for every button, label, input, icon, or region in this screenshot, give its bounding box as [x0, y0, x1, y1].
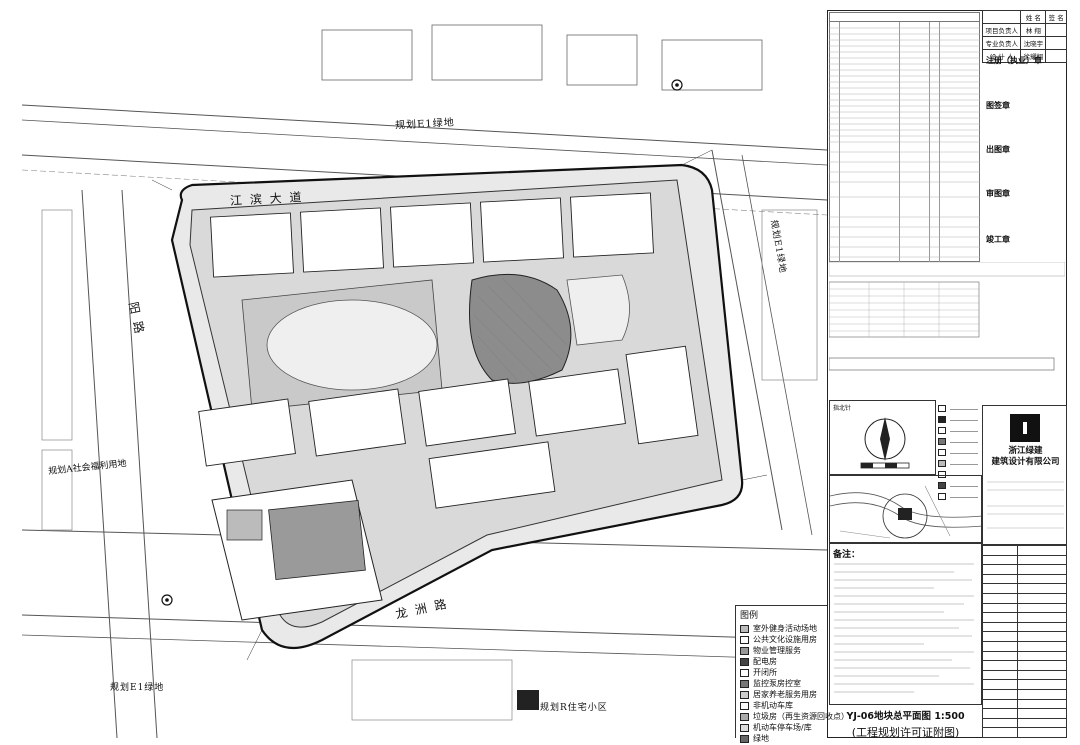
signoff-name: 林 翔: [1020, 23, 1047, 37]
legend-item: 室外健身活动场地: [740, 623, 823, 634]
stamp-label: 竣工章: [986, 235, 1010, 244]
stamp-label: 图签章: [986, 101, 1010, 110]
signoff-signature: [1045, 49, 1067, 63]
drawing-title-line1: YJ-06地块总平面图 1:500: [846, 711, 965, 722]
signoff-signature: [1045, 36, 1067, 50]
legend-swatch: [740, 657, 749, 666]
legend-symbol: [936, 404, 982, 414]
company-block: 浙江绿建 建筑设计有限公司: [982, 405, 1067, 545]
drawing-title-line2: (工程规划许可证附图): [851, 726, 960, 739]
company-name-line1: 浙江绿建: [1008, 446, 1043, 456]
north-arrow-label: 指北针: [833, 405, 852, 412]
legend-swatch: [740, 624, 749, 633]
legend-label: 公共文化设施用房: [753, 635, 817, 644]
legend-item: 配电房: [740, 656, 823, 667]
road-label-top: 规划E1绿地: [394, 117, 456, 132]
legend-symbol: [936, 459, 982, 469]
legend-swatch: [740, 712, 749, 721]
legend-swatch: [740, 646, 749, 655]
plan-legend: 图例 室外健身活动场地公共文化设施用房物业管理服务配电房开闭所监控泵房控室居家养…: [735, 605, 849, 743]
legend-label: 垃圾房（再生资源回收点）: [753, 712, 849, 721]
legend-label: 开闭所: [753, 668, 777, 677]
key-map: [829, 475, 982, 543]
legend-item: 开闭所: [740, 667, 823, 678]
table-grid-lines: [829, 27, 980, 258]
signoff-header-blank: [981, 10, 1022, 24]
legend-item: 非机动车库: [740, 700, 823, 711]
company-name-line2: 建筑设计有限公司: [991, 457, 1060, 467]
company-logo-icon: [1010, 414, 1040, 442]
stamp-column: 注册（执业）章 图签章 出图章 审图章 竣工章: [982, 56, 1067, 352]
project-info-table: [982, 545, 1067, 738]
company-name: 浙江绿建 建筑设计有限公司: [985, 446, 1066, 468]
signoff-table: 姓 名 签 名 项目负责人 林 翔 专业负责人 沈晓宇 设 计 人 徐耀翔: [981, 10, 1067, 63]
stamp-label: 审图章: [986, 189, 1010, 198]
legend-item: 绿地: [740, 733, 823, 744]
legend-label: 配电房: [753, 657, 777, 666]
legend-swatch: [740, 668, 749, 677]
legend-item: 机动车停车场/库: [740, 722, 823, 733]
legend-symbol: [936, 448, 982, 458]
title-block-panel: [827, 10, 1067, 738]
legend-swatch: [740, 679, 749, 688]
legend-item: 公共文化设施用房: [740, 634, 823, 645]
notes-box: 备注：: [829, 543, 982, 705]
north-arrow-icon: [860, 417, 910, 469]
legend-label: 物业管理服务: [753, 646, 801, 655]
legend-swatch: [740, 701, 749, 710]
site-plan: [22, 10, 827, 738]
legend-label: 室外健身活动场地: [753, 624, 817, 633]
notes-text-lines: [834, 563, 974, 693]
legend-swatch: [740, 723, 749, 732]
green-label-bottom-left: 规划E1绿地: [110, 683, 165, 693]
legend-item: 垃圾房（再生资源回收点）: [740, 711, 849, 722]
legend-symbol: [936, 492, 982, 502]
north-arrow-box: 指北针: [829, 400, 936, 475]
legend-label: 非机动车库: [753, 701, 793, 710]
stamp-label: 注册（执业）章: [986, 56, 1042, 65]
symbol-legend: [936, 400, 982, 510]
legend-item: 物业管理服务: [740, 645, 823, 656]
legend-symbol: [936, 426, 982, 436]
signoff-signature: [1045, 23, 1067, 37]
legend-item: 监控泵房控室: [740, 678, 823, 689]
legend-label: 机动车停车场/库: [753, 723, 812, 732]
drawing-title: YJ-06地块总平面图 1:500 (工程规划许可证附图): [829, 705, 982, 739]
legend-title: 图例: [740, 611, 759, 621]
notes-title: 备注：: [833, 550, 861, 560]
legend-label: 监控泵房控室: [753, 679, 801, 688]
legend-label: 绿地: [753, 734, 769, 743]
signoff-name: 徐耀翔: [1020, 49, 1047, 63]
legend-symbol: [936, 481, 982, 491]
signoff-role: 专业负责人: [981, 36, 1022, 50]
legend-item: 居家养老服务用房: [740, 689, 823, 700]
legend-label: 居家养老服务用房: [753, 690, 817, 699]
stamp-label: 出图章: [986, 145, 1010, 154]
signoff-header-name: 姓 名: [1020, 10, 1047, 24]
legend-symbol: [936, 415, 982, 425]
parking-indicators-table: [829, 262, 1065, 371]
signoff-role: 项目负责人: [981, 23, 1022, 37]
signoff-name: 沈晓宇: [1020, 36, 1047, 50]
legend-symbol: [936, 437, 982, 447]
zone-label-bottom: 规划R住宅小区: [540, 703, 608, 713]
signoff-role: 设 计 人: [981, 49, 1022, 63]
legend-swatch: [740, 690, 749, 699]
legend-swatch: [740, 635, 749, 644]
company-detail-lines: [987, 481, 1064, 529]
signoff-header-sign: 签 名: [1045, 10, 1067, 24]
legend-swatch: [740, 734, 749, 743]
